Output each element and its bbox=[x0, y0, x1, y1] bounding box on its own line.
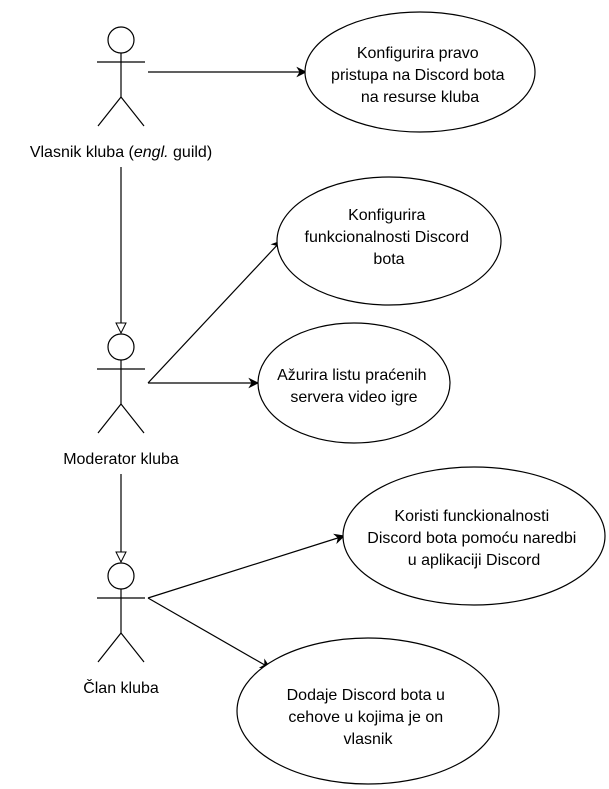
use-case-uc2-ellipse bbox=[276, 176, 502, 306]
use-case-uc4: Koristi funckionalnosti Discord bota pom… bbox=[342, 466, 606, 606]
actor-owner-label: Vlasnik kluba (engl. guild) bbox=[30, 144, 212, 161]
actor-owner-head bbox=[107, 26, 135, 54]
actor-member-right-leg bbox=[120, 632, 145, 663]
association-member-uc4 bbox=[147, 533, 346, 599]
use-case-uc3-ellipse bbox=[257, 322, 451, 444]
use-case-uc5-ellipse bbox=[236, 637, 500, 785]
association-member-uc5 bbox=[147, 597, 271, 669]
association-moderator-uc2 bbox=[147, 240, 282, 384]
use-case-uc4-label: Koristi funckionalnosti Discord bota pom… bbox=[367, 508, 580, 569]
use-case-uc1-ellipse bbox=[304, 11, 536, 133]
use-case-uc3: Ažurira listu praćenih servera video igr… bbox=[257, 322, 451, 444]
use-case-uc3-label: Ažurira listu praćenih servera video igr… bbox=[277, 367, 431, 406]
actor-owner bbox=[97, 26, 145, 127]
use-case-uc1: Konfigurira pravo pristupa na Discord bo… bbox=[304, 11, 536, 133]
actor-member-head bbox=[107, 562, 135, 590]
use-case-uc2: Konfigurira funkcionalnosti Discord bota bbox=[276, 176, 502, 306]
use-case-uc5: Dodaje Discord bota u cehove u kojima je… bbox=[236, 637, 500, 785]
actor-moderator-left-leg bbox=[97, 403, 122, 434]
actor-moderator-right-leg bbox=[120, 403, 145, 434]
use-case-uc1-label: Konfigurira pravo pristupa na Discord bo… bbox=[331, 45, 509, 106]
actor-moderator-head bbox=[107, 333, 135, 361]
actor-member-label: Član kluba bbox=[83, 678, 159, 697]
use-case-uc5-label: Dodaje Discord bota u cehove u kojima je… bbox=[287, 687, 450, 748]
actor-owner-left-leg bbox=[97, 96, 122, 127]
actor-member-left-leg bbox=[97, 632, 122, 663]
actor-moderator bbox=[97, 333, 145, 434]
use-case-uc2-label: Konfigurira funkcionalnosti Discord bota bbox=[305, 207, 474, 268]
actor-owner-right-leg bbox=[120, 96, 145, 127]
actor-member bbox=[97, 562, 145, 663]
use-case-uc4-ellipse bbox=[342, 466, 606, 606]
actor-moderator-label: Moderator kluba bbox=[63, 451, 179, 468]
